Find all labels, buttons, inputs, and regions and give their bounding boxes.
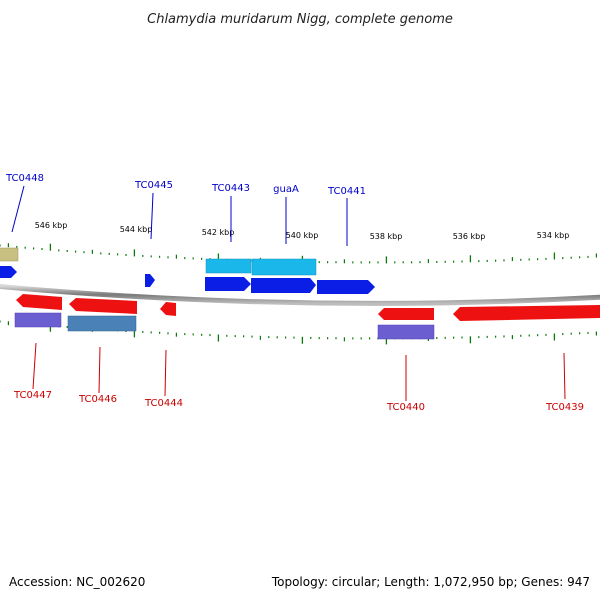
leader-tc0446 xyxy=(98,346,101,394)
gene-label-tc0444[interactable]: TC0444 xyxy=(144,398,183,409)
feature-steel[interactable] xyxy=(67,315,137,332)
feature-cyan-1[interactable] xyxy=(205,258,252,274)
ruler-label-538: 538 kbp xyxy=(370,232,403,241)
ruler-label-546: 546 kbp xyxy=(35,221,68,230)
accession-text: Accession: NC_002620 xyxy=(9,575,145,589)
gene-label-tc0441[interactable]: TC0441 xyxy=(327,186,366,197)
gene-arrow-guaa[interactable] xyxy=(251,278,316,293)
forward-strand-features xyxy=(0,247,375,294)
feature-cyan-2[interactable] xyxy=(251,258,317,276)
gene-label-tc0446[interactable]: TC0446 xyxy=(78,394,117,405)
gene-arrow-tc0445[interactable] xyxy=(145,274,155,287)
feature-purple-1[interactable] xyxy=(14,312,62,328)
genome-backbone xyxy=(0,283,600,306)
gene-arrow-tc0441[interactable] xyxy=(317,280,375,294)
gene-label-tc0443[interactable]: TC0443 xyxy=(211,183,250,194)
gene-label-tc0445[interactable]: TC0445 xyxy=(134,180,173,191)
gene-arrow-tc0443[interactable] xyxy=(205,277,251,291)
reverse-gene-labels: TC0447 TC0446 TC0444 TC0440 TC0439 xyxy=(13,390,584,413)
ruler-label-534: 534 kbp xyxy=(537,231,570,240)
leader-tc0447 xyxy=(32,342,37,390)
ruler-label-536: 536 kbp xyxy=(453,232,486,241)
gene-label-tc0447[interactable]: TC0447 xyxy=(13,390,52,401)
leader-tc0445 xyxy=(150,192,154,240)
forward-gene-labels: TC0448 TC0445 TC0443 guaA TC0441 xyxy=(5,173,366,197)
gene-arrow-tc0439[interactable] xyxy=(453,305,600,321)
gene-arrow-tc0446[interactable] xyxy=(69,298,137,314)
feature-purple-2[interactable] xyxy=(377,324,435,340)
leader-tc0439 xyxy=(563,352,566,400)
reverse-strand-features xyxy=(14,294,600,340)
ruler: 546 kbp 544 kbp 542 kbp 540 kbp 538 kbp … xyxy=(35,221,570,241)
gene-label-tc0439[interactable]: TC0439 xyxy=(545,402,584,413)
feature-tan[interactable] xyxy=(0,247,19,262)
gene-arrow-tc0447[interactable] xyxy=(16,294,62,310)
ruler-label-544: 544 kbp xyxy=(120,225,153,234)
genome-title: Chlamydia muridarum Nigg, complete genom… xyxy=(147,12,453,27)
gene-arrow-tc0448[interactable] xyxy=(0,266,17,278)
gene-label-tc0440[interactable]: TC0440 xyxy=(386,402,425,413)
gene-label-tc0448[interactable]: TC0448 xyxy=(5,173,44,184)
ruler-label-542: 542 kbp xyxy=(202,228,235,237)
gene-label-guaa[interactable]: guaA xyxy=(273,184,299,195)
reverse-label-leaders xyxy=(32,342,566,401)
topology-text: Topology: circular; Length: 1,072,950 bp… xyxy=(271,575,590,589)
gene-arrow-tc0440[interactable] xyxy=(378,308,434,320)
gene-arrow-tc0444[interactable] xyxy=(160,302,176,316)
leader-tc0444 xyxy=(164,349,167,397)
ruler-label-540: 540 kbp xyxy=(286,231,319,240)
leader-tc0448 xyxy=(11,185,25,233)
forward-label-leaders xyxy=(11,185,348,246)
